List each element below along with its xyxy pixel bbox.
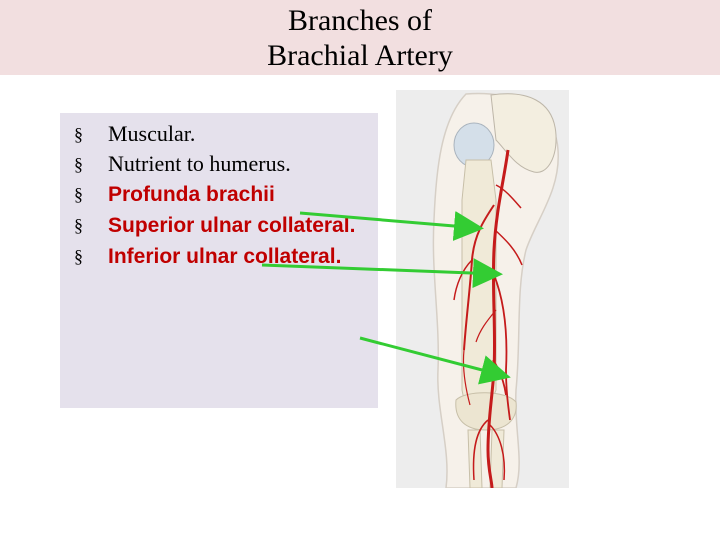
title-line-1: Branches of bbox=[287, 3, 433, 37]
bullet-item-nutrient: § Nutrient to humerus. bbox=[74, 149, 374, 179]
bullet-item-muscular: § Muscular. bbox=[74, 119, 374, 149]
bullet-text: Nutrient to humerus. bbox=[108, 151, 291, 176]
bullet-icon: § bbox=[74, 124, 83, 144]
arm-anatomy-illustration bbox=[396, 90, 569, 488]
title-line-2: Brachial Artery bbox=[267, 38, 453, 72]
forearm-bone bbox=[467, 429, 483, 488]
bullet-text: Inferior ulnar collateral. bbox=[108, 245, 342, 268]
bullet-icon: § bbox=[74, 154, 83, 174]
title-band bbox=[0, 0, 720, 75]
bullet-item-profunda: § Profunda brachii bbox=[74, 179, 374, 210]
humerus-bone bbox=[461, 159, 497, 411]
artery-branch bbox=[472, 419, 489, 481]
bullet-text: Profunda brachii bbox=[108, 183, 275, 206]
bullet-panel: § Muscular. § Nutrient to humerus. § Pro… bbox=[60, 113, 378, 408]
bullet-icon: § bbox=[74, 184, 83, 204]
bullet-item-superior-ulnar: § Superior ulnar collateral. bbox=[74, 210, 374, 241]
bullet-icon: § bbox=[74, 215, 83, 235]
artery-branch bbox=[489, 424, 506, 481]
artery-branch bbox=[453, 259, 473, 301]
bullet-icon: § bbox=[74, 246, 83, 266]
artery-branch bbox=[494, 229, 523, 266]
bullet-text: Muscular. bbox=[108, 121, 196, 146]
bullet-item-inferior-ulnar: § Inferior ulnar collateral. bbox=[74, 241, 374, 272]
bullet-text: Superior ulnar collateral. bbox=[108, 214, 356, 237]
elbow-joint bbox=[455, 392, 517, 431]
artery-branch bbox=[495, 184, 522, 209]
slide-title: Branches of Brachial Artery bbox=[0, 0, 720, 75]
bullet-list: § Muscular. § Nutrient to humerus. § Pro… bbox=[74, 119, 374, 272]
